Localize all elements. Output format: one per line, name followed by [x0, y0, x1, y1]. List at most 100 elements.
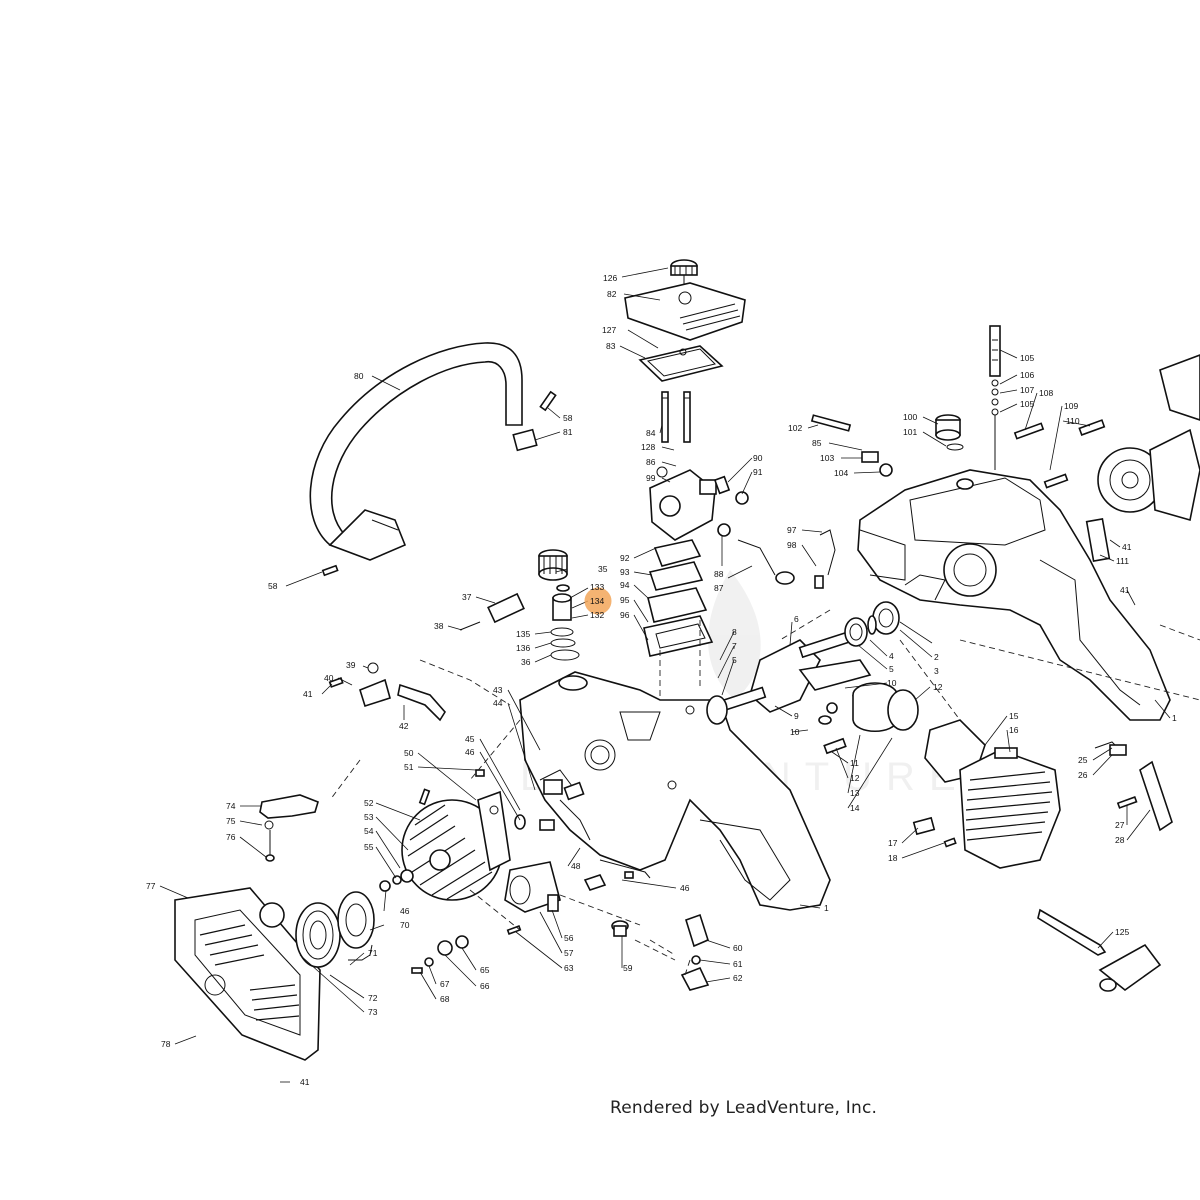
carb-gaskets[interactable]	[643, 539, 714, 657]
callout-106[interactable]: 106	[1020, 370, 1034, 380]
callout-57[interactable]: 57	[564, 948, 574, 958]
callout-110[interactable]: 110	[1066, 416, 1080, 426]
throttle-rod[interactable]	[989, 325, 1001, 470]
callout-128[interactable]: 128	[641, 442, 655, 452]
piston[interactable]	[818, 682, 919, 755]
callout-41-left[interactable]: 41	[303, 689, 313, 699]
callout-14[interactable]: 14	[850, 803, 860, 813]
spark-plug-wrench[interactable]	[1037, 908, 1162, 992]
callout-35[interactable]: 35	[598, 564, 608, 574]
callout-85[interactable]: 85	[812, 438, 822, 448]
callout-93[interactable]: 93	[620, 567, 630, 577]
callout-98[interactable]: 98	[787, 540, 797, 550]
starter-handle[interactable]	[259, 794, 319, 862]
callout-73[interactable]: 73	[368, 1007, 378, 1017]
callout-53[interactable]: 53	[364, 812, 374, 822]
callout-104[interactable]: 104	[834, 468, 848, 478]
callout-103[interactable]: 103	[820, 453, 834, 463]
callout-100[interactable]: 100	[903, 412, 917, 422]
callout-10-b[interactable]: 10	[887, 678, 897, 688]
callout-107[interactable]: 107	[1020, 385, 1034, 395]
callout-77[interactable]: 77	[146, 881, 156, 891]
callout-132[interactable]: 132	[590, 610, 604, 620]
callout-25[interactable]: 25	[1078, 755, 1088, 765]
callout-61[interactable]: 61	[733, 959, 743, 969]
callout-54[interactable]: 54	[364, 826, 374, 836]
callout-48[interactable]: 48	[571, 861, 581, 871]
carburetor[interactable]	[649, 466, 731, 541]
brake-linkage[interactable]	[328, 592, 525, 722]
callout-63[interactable]: 63	[564, 963, 574, 973]
callout-58-top[interactable]: 58	[563, 413, 573, 423]
oil-pump-plunger[interactable]	[552, 584, 572, 621]
callout-65[interactable]: 65	[480, 965, 490, 975]
callout-62[interactable]: 62	[733, 973, 743, 983]
callout-37[interactable]: 37	[462, 592, 472, 602]
callout-9[interactable]: 9	[794, 711, 799, 721]
callout-136[interactable]: 136	[516, 643, 530, 653]
callout-74[interactable]: 74	[226, 801, 236, 811]
callout-5-b[interactable]: 5	[889, 664, 894, 674]
callout-91[interactable]: 91	[753, 467, 763, 477]
callout-18[interactable]: 18	[888, 853, 898, 863]
callout-46-a[interactable]: 46	[465, 747, 475, 757]
callout-68[interactable]: 68	[440, 994, 450, 1004]
callout-13[interactable]: 13	[850, 788, 860, 798]
callout-90[interactable]: 90	[753, 453, 763, 463]
callout-15[interactable]: 15	[1009, 711, 1019, 721]
callout-88[interactable]: 88	[714, 569, 724, 579]
callout-12-a[interactable]: 12	[933, 682, 943, 692]
callout-56[interactable]: 56	[564, 933, 574, 943]
callout-4[interactable]: 4	[889, 651, 894, 661]
ignition-module[interactable]	[477, 790, 511, 872]
callout-11[interactable]: 11	[850, 758, 859, 768]
callout-135[interactable]: 135	[516, 629, 530, 639]
callout-41-right-b[interactable]: 41	[1120, 585, 1130, 595]
callout-3[interactable]: 3	[934, 666, 939, 676]
callout-94[interactable]: 94	[620, 580, 630, 590]
callout-125[interactable]: 125	[1115, 927, 1129, 937]
callout-101[interactable]: 101	[903, 427, 917, 437]
callout-71[interactable]: 71	[368, 948, 378, 958]
callout-1-bottom[interactable]: 1	[824, 903, 829, 913]
callout-72[interactable]: 72	[368, 993, 378, 1003]
callout-52[interactable]: 52	[364, 798, 374, 808]
callout-78[interactable]: 78	[161, 1039, 171, 1049]
crankshaft[interactable]	[706, 631, 872, 725]
starter-pulley[interactable]	[295, 880, 391, 968]
oil-cap-right[interactable]	[935, 414, 964, 451]
part-highlight-marker[interactable]	[584, 587, 612, 615]
callout-108[interactable]: 108	[1039, 388, 1053, 398]
callout-95[interactable]: 95	[620, 595, 630, 605]
callout-5-a[interactable]: 5	[732, 655, 737, 665]
callout-66[interactable]: 66	[480, 981, 490, 991]
callout-97[interactable]: 97	[787, 525, 797, 535]
callout-55[interactable]: 55	[364, 842, 374, 852]
callout-26[interactable]: 26	[1078, 770, 1088, 780]
callout-92[interactable]: 92	[620, 553, 630, 563]
callout-80[interactable]: 80	[354, 371, 364, 381]
callout-39[interactable]: 39	[346, 660, 356, 670]
callout-84[interactable]: 84	[646, 428, 656, 438]
callout-58-left[interactable]: 58	[268, 581, 278, 591]
callout-38[interactable]: 38	[434, 621, 444, 631]
air-filter-knob[interactable]	[670, 259, 698, 288]
oil-pump-assembly[interactable]	[504, 861, 641, 926]
starter-housing[interactable]	[174, 887, 321, 1061]
callout-83[interactable]: 83	[606, 341, 616, 351]
crankcase-left[interactable]	[519, 671, 831, 911]
callout-17[interactable]: 17	[888, 838, 898, 848]
air-filter-cover[interactable]	[624, 282, 746, 341]
callout-51[interactable]: 51	[404, 762, 414, 772]
callout-109[interactable]: 109	[1064, 401, 1078, 411]
callout-105-top[interactable]: 105	[1020, 353, 1034, 363]
callout-1-right[interactable]: 1	[1172, 713, 1177, 723]
callout-87[interactable]: 87	[714, 583, 724, 593]
callout-50[interactable]: 50	[404, 748, 414, 758]
callout-96[interactable]: 96	[620, 610, 630, 620]
callout-45[interactable]: 45	[465, 734, 475, 744]
callout-42[interactable]: 42	[399, 721, 409, 731]
callout-134[interactable]: 134	[590, 596, 604, 606]
callout-75[interactable]: 75	[226, 816, 236, 826]
callout-59[interactable]: 59	[623, 963, 633, 973]
